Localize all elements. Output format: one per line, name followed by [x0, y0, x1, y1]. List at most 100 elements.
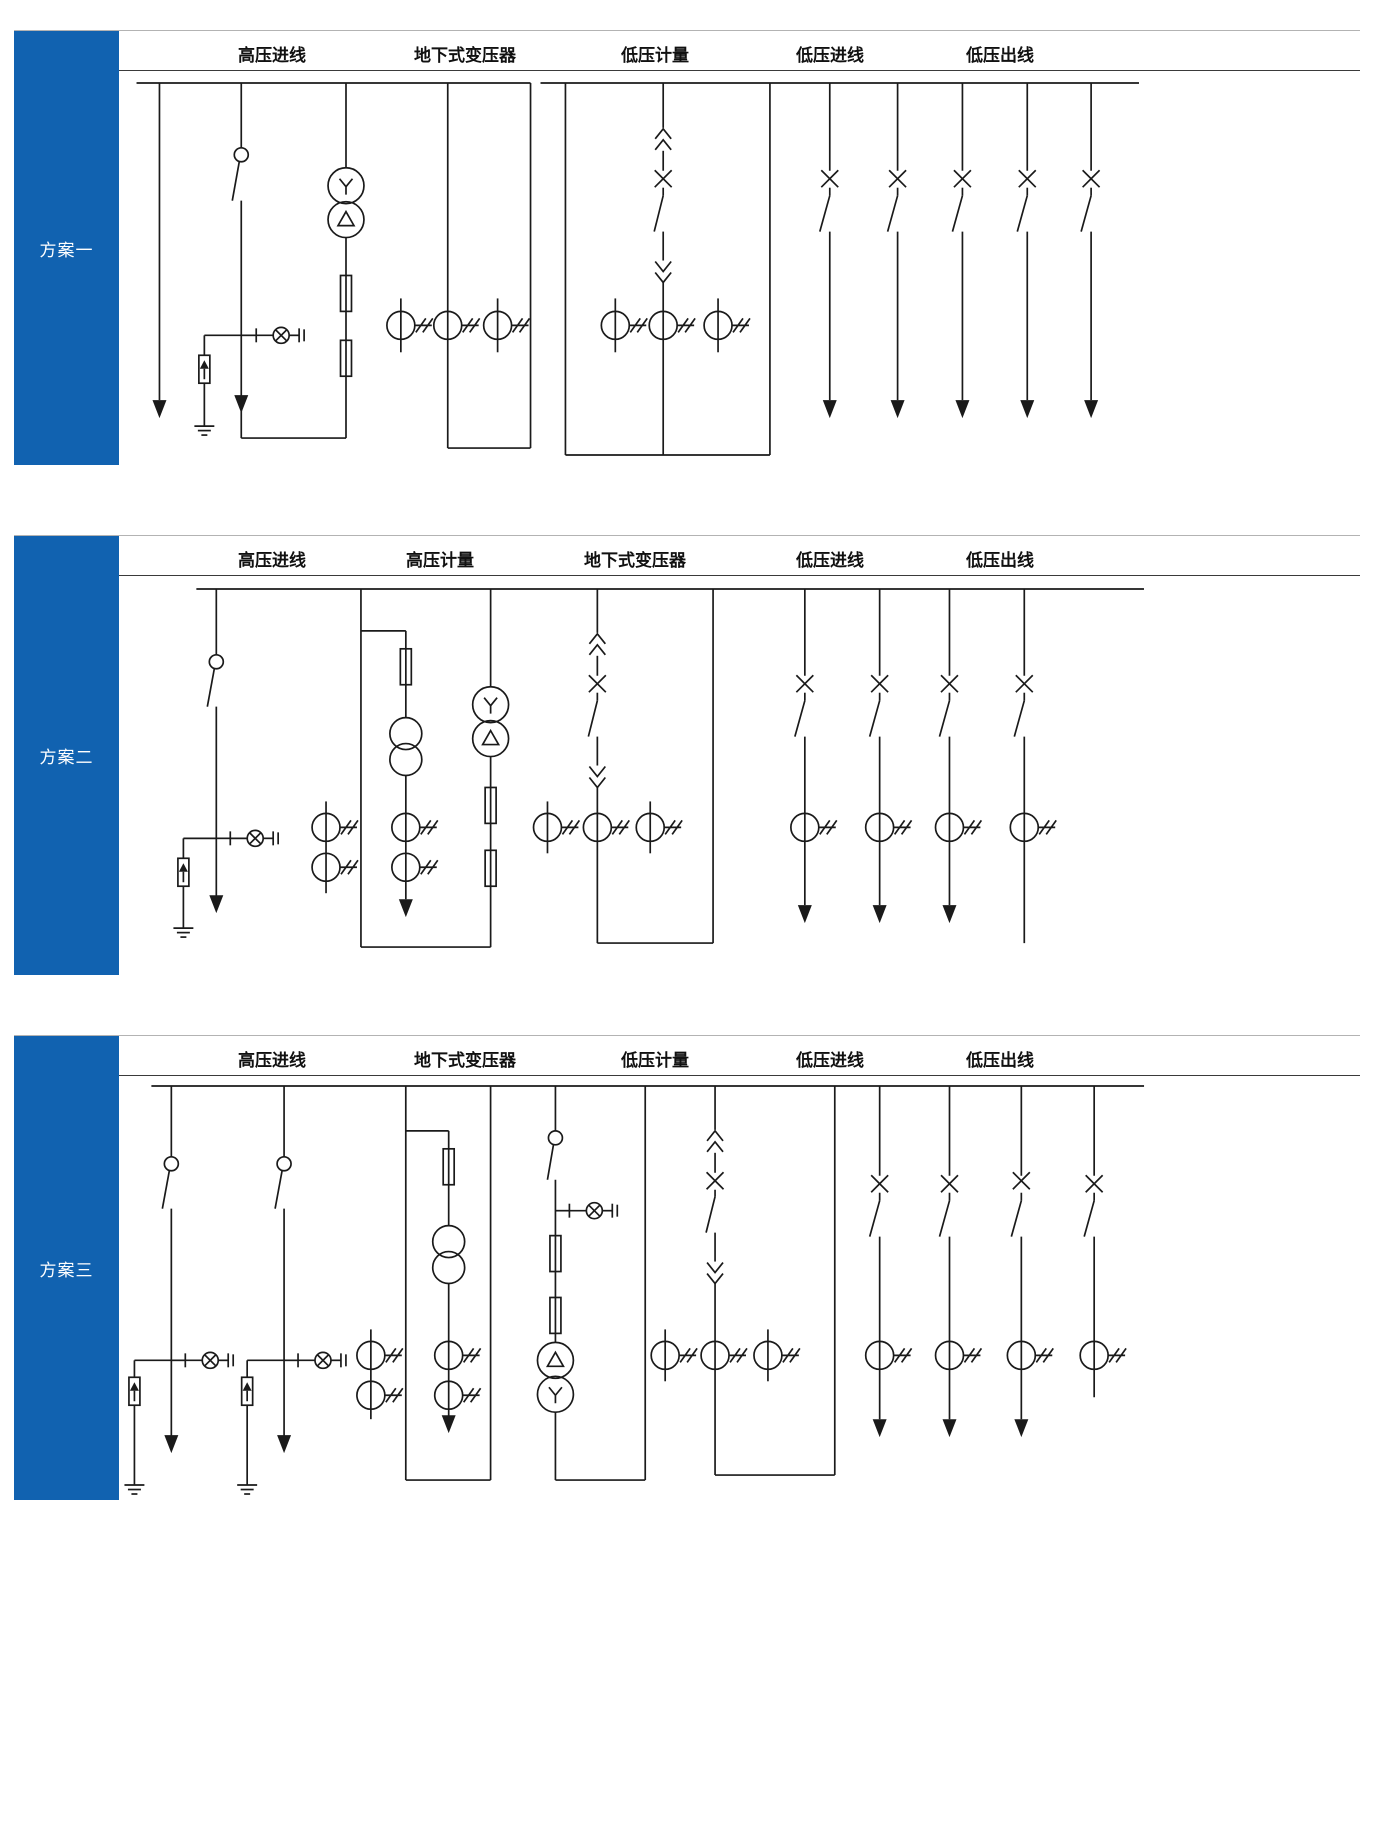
ct-meter-icon: [753, 1340, 801, 1371]
transformer-secondary-icon: [536, 1375, 575, 1414]
column-header: 低压进线: [796, 1051, 864, 1070]
pt-branch: [360, 630, 439, 918]
ct-meter-icon: [648, 310, 696, 341]
ct-meter-row: [532, 801, 683, 854]
disconnector-icon: [208, 653, 225, 670]
lv-feeder: [1016, 82, 1037, 419]
transformer-primary-icon: [471, 685, 510, 724]
breaker-icon: [653, 169, 673, 189]
delta-winding-icon: [337, 210, 355, 227]
column-header: 低压出线: [966, 46, 1034, 65]
lv-feeder: [1080, 82, 1101, 419]
surge-arrester-branch: [123, 1359, 172, 1495]
hv-incoming-feeder-1: [123, 1085, 235, 1495]
breaker-icon: [795, 674, 815, 694]
pt-winding-icon: [431, 1224, 466, 1259]
scheme-sidebar: 方案二: [14, 536, 119, 975]
breaker-icon: [588, 674, 607, 694]
ct-meter-icon: [635, 812, 683, 843]
panel-content: 高压进线 地下式变压器 低压计量 低压进线 低压出线: [119, 1035, 1360, 1500]
pt-winding-icon: [389, 742, 423, 777]
delta-winding-icon: [481, 729, 500, 746]
wye-winding-icon: [483, 696, 498, 715]
voltage-indicator-branch: [216, 829, 280, 848]
load-arrow: [233, 394, 250, 414]
disconnector-icon: [233, 146, 250, 163]
load-arrow: [1083, 399, 1099, 419]
drawout-breaker-feeder: [705, 1085, 725, 1476]
ground-icon: [123, 1484, 146, 1495]
drawout-contact-icon: [588, 765, 607, 789]
column-header: 低压进线: [796, 46, 864, 65]
lv-feeder: [1006, 1085, 1055, 1438]
drawout-contact-icon: [654, 260, 673, 284]
ct-meter-icon: [391, 812, 439, 843]
load-arrow: [797, 904, 813, 924]
ct-meter-icon: [650, 1340, 698, 1371]
ct-meter-row: [600, 298, 751, 353]
scheme-sidebar: 方案三: [14, 1036, 119, 1500]
column-header: 低压进线: [796, 551, 864, 570]
scheme-label: 方案三: [39, 1260, 94, 1280]
lv-feeder: [818, 82, 840, 419]
ct-meter-icon: [433, 1380, 482, 1411]
column-header: 低压计量: [621, 46, 689, 65]
ct-meter-icon: [582, 812, 631, 843]
ct-meter-icon: [356, 1380, 404, 1411]
ct-meter-icon: [311, 852, 359, 883]
single-line-diagram: [119, 1076, 1360, 1500]
column-header: 低压计量: [621, 1051, 689, 1070]
panel-content: 高压进线 高压计量 地下式变压器 低压进线 低压出线: [119, 535, 1360, 975]
ct-meter-icon: [790, 812, 838, 843]
indicator-lamp-icon: [229, 829, 280, 848]
ct-meter-pair: [311, 801, 359, 894]
pt-winding-icon: [431, 1250, 466, 1285]
load-arrow: [151, 399, 168, 419]
pt-branch: [405, 1130, 482, 1435]
breaker-icon: [888, 169, 907, 189]
hv-incoming-feeder-2: [236, 1085, 347, 1495]
disconnector-icon: [547, 1130, 564, 1146]
load-arrow: [398, 898, 414, 918]
column-header-row: 高压进线 高压计量 地下式变压器 低压进线 低压出线: [119, 535, 1360, 576]
panel-divider: [14, 30, 1360, 31]
lv-feeders: [818, 82, 1101, 419]
breaker-icon: [940, 674, 959, 694]
ct-meter-row: [386, 298, 531, 353]
ct-meter-icon: [703, 310, 751, 341]
surge-arrester-icon: [198, 354, 211, 385]
transformer-branch: [471, 588, 510, 948]
ct-meter-icon: [864, 1340, 913, 1371]
column-header: 高压进线: [238, 46, 306, 65]
indicator-lamp-icon: [184, 1351, 235, 1370]
voltage-indicator-branch: [284, 1351, 347, 1370]
scheme-panel-2: 方案二 高压进线 高压计量 地下式变压器 低压进线 低压出线: [14, 535, 1360, 975]
ground-icon: [193, 425, 216, 436]
ct-meter-icon: [864, 812, 913, 843]
load-arrow: [440, 1414, 457, 1435]
drawout-contact-icon: [654, 128, 673, 151]
lv-feeder: [864, 588, 913, 924]
ct-meter-icon: [700, 1340, 748, 1371]
lv-feeders: [864, 1085, 1127, 1438]
hv-metering-section: [311, 588, 491, 948]
breaker-icon: [1084, 1174, 1104, 1194]
scheme-label: 方案二: [39, 748, 94, 767]
lv-feeder: [864, 1085, 913, 1438]
transformer-feeder: [536, 1085, 647, 1481]
diagram-svg: [136, 82, 1139, 456]
ct-meter-pair: [356, 1329, 404, 1420]
wye-winding-icon: [338, 177, 354, 196]
lv-feeder: [1009, 588, 1058, 944]
drawout-contact-icon: [588, 633, 607, 656]
ground-icon: [172, 927, 195, 938]
ct-meter-row: [650, 1329, 801, 1382]
ct-meter-icon: [934, 812, 983, 843]
breaker-icon: [705, 1171, 725, 1191]
ct-meter-icon: [433, 1340, 482, 1371]
column-header-row: 高压进线 地下式变压器 低压计量 低压进线 低压出线: [119, 30, 1360, 71]
indicator-lamp-icon: [297, 1351, 347, 1370]
pt-winding-icon: [389, 716, 423, 751]
load-arrow: [941, 904, 958, 924]
column-header: 低压出线: [966, 1051, 1034, 1070]
